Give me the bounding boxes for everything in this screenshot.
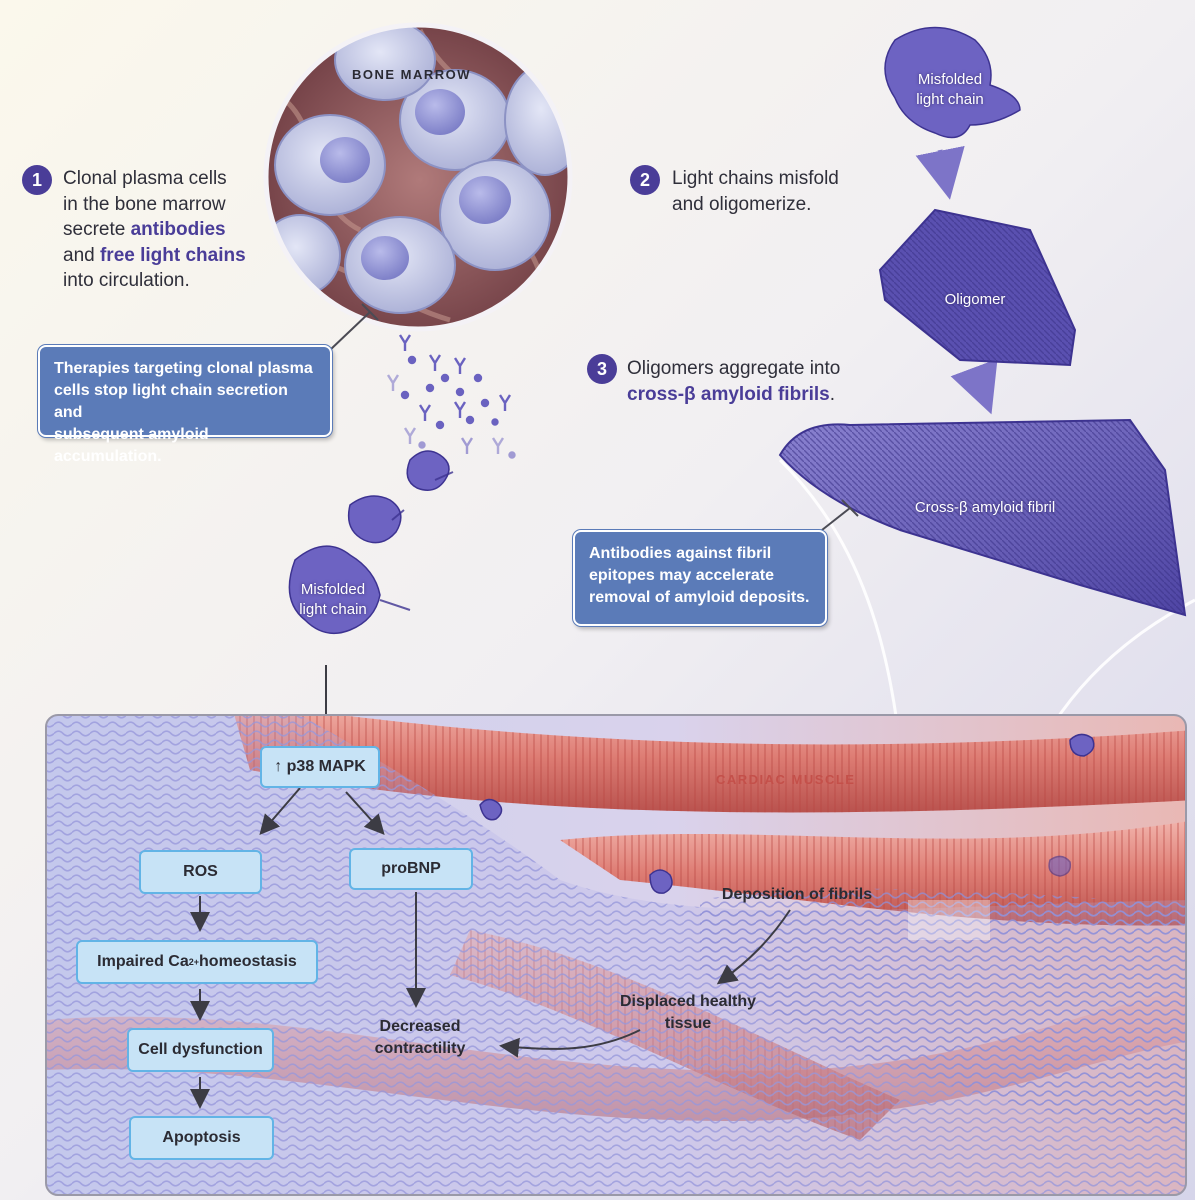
antibodies-scatter: [386, 334, 516, 459]
aggregation-arrows: [915, 145, 998, 415]
probnp-box: proBNP: [349, 848, 473, 890]
fibril-label: Cross-β amyloid fibril: [914, 499, 1056, 516]
displaced-tissue-label: Displaced healthy tissue: [619, 993, 757, 1032]
ros-box: ROS: [139, 850, 262, 894]
cardiac-muscle-title: CARDIAC MUSCLE: [716, 772, 856, 787]
bone-marrow-illustration: [266, 25, 570, 329]
misfolded-chain-top-label: Misfolded light chain: [916, 71, 984, 108]
step-2-text: Light chains misfold and oligomerize.: [672, 168, 839, 215]
small-aggregates: [288, 450, 450, 635]
therapies-connector: [329, 303, 379, 351]
step-3-text: Oligomers aggregate into cross-β amyloid…: [627, 358, 841, 405]
amyloid-deposits: [46, 715, 1186, 1195]
cardiac-tissue-panel: [46, 715, 1186, 1195]
misfolded-chain-mid-label: Misfolded light chain: [299, 581, 367, 618]
pathway-arrows: [190, 787, 791, 1109]
oligomer-illustration: [878, 208, 1077, 367]
therapies-callout: Therapies targeting clonal plasma cells …: [38, 345, 332, 465]
antibodies-callout: Antibodies against fibril epitopes may a…: [573, 530, 827, 626]
deposition-label: Deposition of fibrils: [721, 886, 873, 903]
step-1-text: Clonal plasma cells in the bone marrow s…: [63, 168, 246, 291]
step-1-badge: 1: [22, 165, 52, 195]
step-2-badge: 2: [630, 165, 660, 195]
oligomer-label: Oligomer: [944, 291, 1006, 308]
p38-mapk-box: ↑ p38 MAPK: [260, 746, 380, 788]
plasma-cells: [266, 25, 570, 314]
cell-dysfunction-box: Cell dysfunction: [127, 1028, 274, 1072]
decreased-contractility-label: Decreased contractility: [374, 1018, 466, 1057]
apoptosis-box: Apoptosis: [129, 1116, 274, 1160]
step-3-badge: 3: [587, 354, 617, 384]
scattered-light-chains: [479, 733, 1095, 894]
fibril-illustration: [778, 418, 1187, 617]
antibodies-connector: [821, 499, 859, 531]
misfolded-chain-top: [884, 26, 1021, 139]
panel-frame: [45, 714, 1187, 1196]
bone-marrow-title: BONE MARROW: [352, 67, 472, 82]
